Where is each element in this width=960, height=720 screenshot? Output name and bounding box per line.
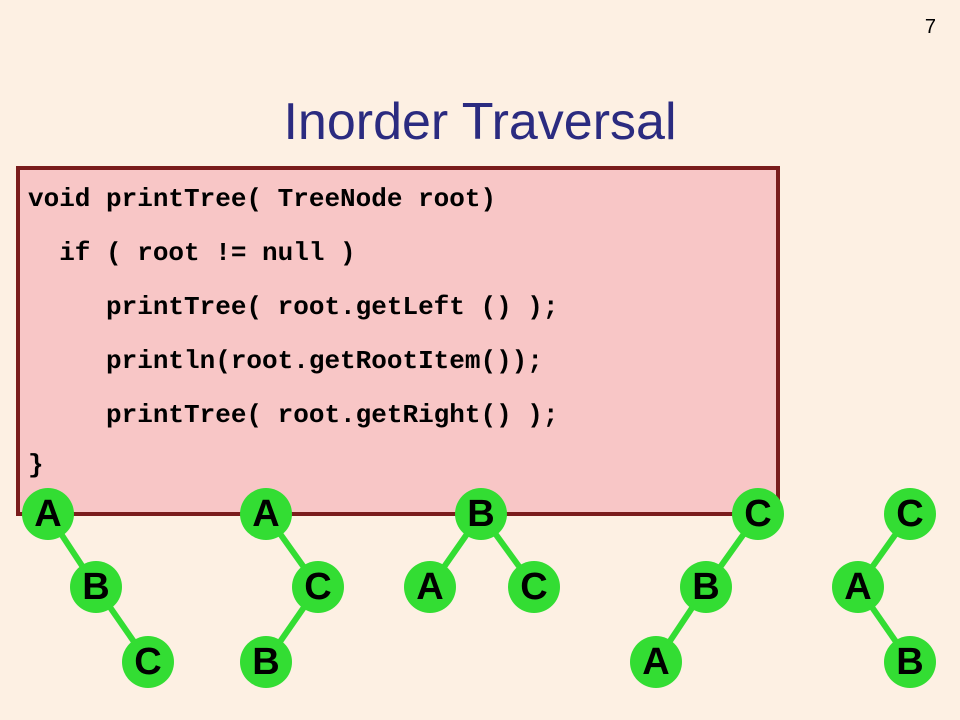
code-line: }	[28, 450, 44, 480]
code-line: printTree( root.getRight() );	[28, 400, 559, 430]
node-label: B	[252, 641, 279, 683]
code-line: println(root.getRootItem());	[28, 346, 543, 376]
node-label: C	[134, 641, 161, 683]
tree-node: A	[404, 561, 456, 613]
tree-node: C	[122, 636, 174, 688]
tree-node: B	[680, 561, 732, 613]
tree-node: C	[508, 561, 560, 613]
node-label: A	[252, 493, 279, 535]
tree-3: B A C	[404, 488, 560, 613]
node-label: B	[467, 493, 494, 535]
tree-4: C B A	[630, 488, 784, 688]
code-line: printTree( root.getLeft () );	[28, 292, 559, 322]
node-label: C	[896, 493, 923, 535]
node-label: C	[744, 493, 771, 535]
tree-node: A	[22, 488, 74, 540]
tree-node: C	[732, 488, 784, 540]
node-label: A	[844, 566, 871, 608]
node-label: A	[416, 566, 443, 608]
tree-node: C	[292, 561, 344, 613]
slide-title: Inorder Traversal	[283, 93, 677, 151]
node-label: A	[34, 493, 61, 535]
tree-node: C	[884, 488, 936, 540]
tree-node: B	[70, 561, 122, 613]
slide-number: 7	[924, 16, 936, 38]
tree-node: B	[884, 636, 936, 688]
tree-node: A	[630, 636, 682, 688]
code-line: void printTree( TreeNode root)	[28, 184, 497, 214]
node-label: B	[82, 566, 109, 608]
tree-node: B	[455, 488, 507, 540]
tree-5: C A B	[832, 488, 936, 688]
code-line: if ( root != null )	[28, 238, 356, 268]
node-label: A	[642, 641, 669, 683]
node-label: C	[520, 566, 547, 608]
tree-2: A C B	[240, 488, 344, 688]
node-label: B	[896, 641, 923, 683]
tree-node: A	[240, 488, 292, 540]
node-label: C	[304, 566, 331, 608]
code-box: void printTree( TreeNode root) if ( root…	[16, 166, 780, 516]
tree-node: B	[240, 636, 292, 688]
node-label: B	[692, 566, 719, 608]
tree-1: A B C	[22, 488, 174, 688]
tree-node: A	[832, 561, 884, 613]
